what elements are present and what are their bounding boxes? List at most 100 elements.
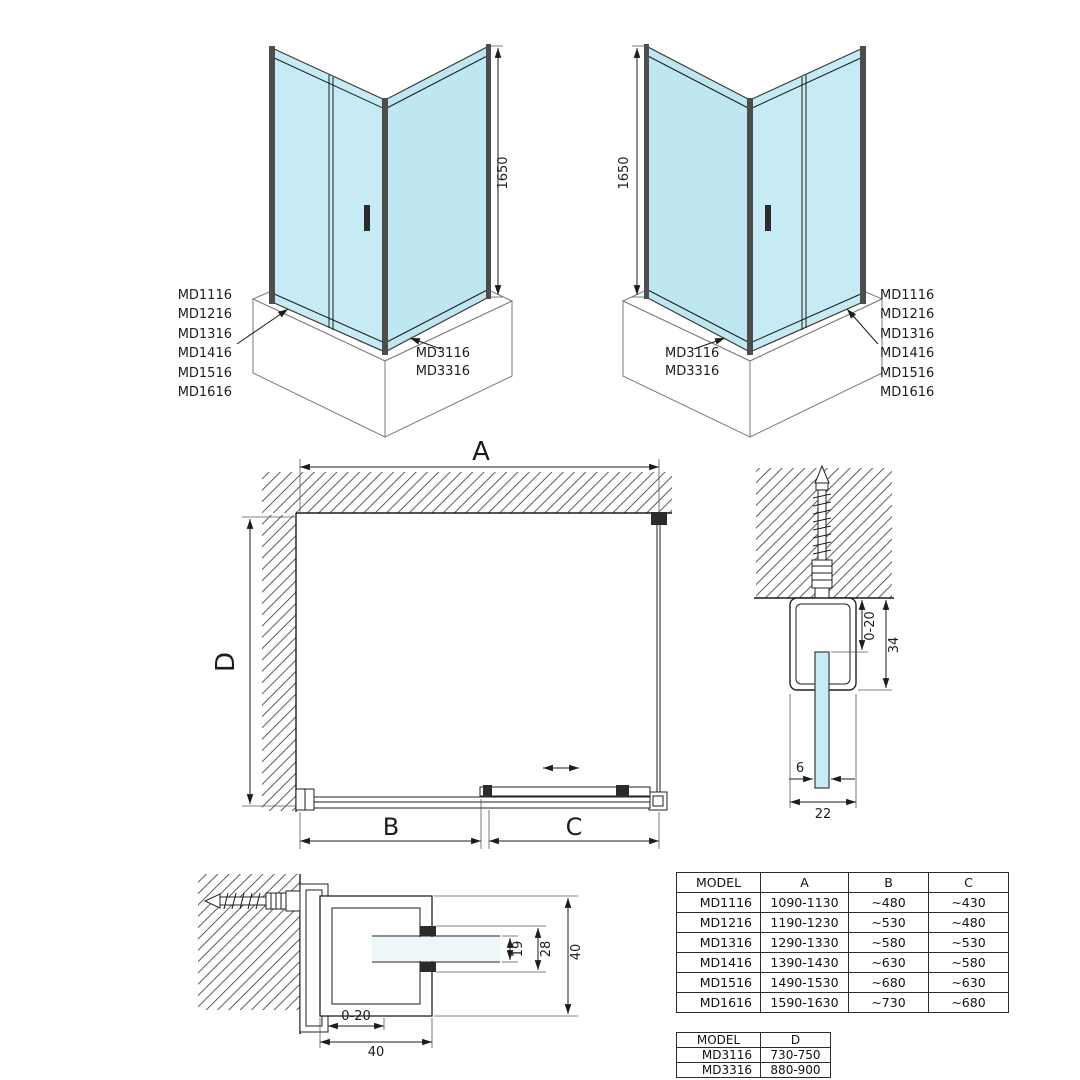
- table-row: MD1416 1390-1430 ~630 ~580: [676, 952, 1009, 973]
- dimension-a: A: [299, 437, 660, 512]
- model-label: MD1116: [178, 288, 232, 303]
- table-row: MD1116 1090-1130 ~480 ~430: [676, 892, 1009, 913]
- dimension-b-label: B: [383, 813, 399, 841]
- dimension-a-label: A: [472, 437, 490, 467]
- profile-body-label: 40: [569, 944, 584, 961]
- door-model-labels: MD1116 MD1216 MD1316 MD1416 MD1516 MD161…: [880, 288, 934, 400]
- table-cell: MD1116: [676, 892, 761, 913]
- table-row: MD1616 1590-1630 ~730 ~680: [676, 992, 1009, 1013]
- model-label: MD1416: [880, 346, 934, 361]
- table-row: MD3116 730-750: [676, 1047, 831, 1063]
- table-cell: MD3316: [676, 1062, 761, 1078]
- table-header: B: [848, 872, 929, 893]
- table-row: MD1516 1490-1530 ~680 ~630: [676, 972, 1009, 993]
- leader-line: [846, 308, 879, 345]
- table-cell: ~430: [928, 892, 1009, 913]
- model-label: MD1316: [178, 327, 232, 342]
- plan-view: A D B: [211, 437, 672, 849]
- table-cell: ~530: [928, 932, 1009, 953]
- model-label: MD1216: [178, 307, 232, 322]
- dimensions-table-main: MODEL A B C MD1116 1090-1130 ~480 ~430 M…: [676, 872, 1009, 1013]
- table-cell: ~530: [848, 912, 929, 933]
- model-label: MD1416: [178, 346, 232, 361]
- dimension-adjust: 0-20: [328, 1009, 385, 1030]
- model-label: MD3316: [416, 364, 470, 379]
- table-cell: ~480: [928, 912, 1009, 933]
- dimension-d: D: [211, 516, 300, 807]
- door-handle-icon: [364, 205, 370, 231]
- wall-profile-detail: 19 28 40 0-20 40: [198, 874, 584, 1060]
- dimension-22: 22: [789, 694, 857, 822]
- dimension-28: 28: [436, 925, 554, 973]
- table-header-row: MODEL A B C: [676, 872, 1009, 893]
- model-label: MD1516: [178, 366, 232, 381]
- table-cell: ~680: [928, 992, 1009, 1013]
- table-row: MD1316 1290-1330 ~580 ~530: [676, 932, 1009, 953]
- table-cell: ~580: [928, 952, 1009, 973]
- profile-width-label: 22: [815, 807, 832, 822]
- table-cell: ~480: [848, 892, 929, 913]
- table-header: MODEL: [676, 1032, 761, 1048]
- model-label: MD1616: [178, 385, 232, 400]
- table-cell: 1390-1430: [760, 952, 849, 973]
- glass-section: [372, 937, 500, 961]
- table-cell: 1090-1130: [760, 892, 849, 913]
- frame-profiles: [269, 44, 491, 355]
- table-header: C: [928, 872, 1009, 893]
- table-cell: MD1316: [676, 932, 761, 953]
- table-row: MD1216 1190-1230 ~530 ~480: [676, 912, 1009, 933]
- dimension-19: 19: [502, 935, 526, 963]
- model-label: MD3316: [665, 364, 719, 379]
- table-cell: MD1616: [676, 992, 761, 1013]
- dimension-d-label: D: [211, 652, 241, 672]
- side-model-labels: MD3116 MD3316: [416, 346, 470, 379]
- table-header: D: [760, 1032, 831, 1048]
- model-label: MD1616: [880, 385, 934, 400]
- adjust-dimension-label: 0-20: [341, 1009, 371, 1024]
- table-cell: 1290-1330: [760, 932, 849, 953]
- dimension-glass-6: 6: [789, 761, 855, 783]
- side-panel-plan: [648, 512, 668, 811]
- dimension-c: C: [488, 810, 660, 849]
- door-handle-icon: [765, 205, 771, 231]
- table-cell: 1590-1630: [760, 992, 849, 1013]
- dimension-b: B: [299, 799, 482, 849]
- glass-section: [814, 651, 830, 789]
- table-cell: MD1216: [676, 912, 761, 933]
- table-row: MD3316 880-900: [676, 1062, 831, 1078]
- leader-line: [409, 337, 442, 350]
- table-cell: 880-900: [760, 1062, 831, 1078]
- table-header-row: MODEL D: [676, 1032, 831, 1048]
- top-profile-detail: 0-20 34 6 22: [754, 464, 902, 822]
- table-cell: 1190-1230: [760, 912, 849, 933]
- dimension-40-horizontal: 40: [319, 1018, 433, 1060]
- adjust-dimension-label: 0-20: [863, 611, 878, 641]
- frame-profiles: [644, 44, 866, 355]
- table-cell: 1490-1530: [760, 972, 849, 993]
- height-dimension-label: 1650: [617, 156, 632, 189]
- door-model-labels: MD1116 MD1216 MD1316 MD1416 MD1516 MD161…: [178, 288, 232, 400]
- dimension-34: 34: [858, 600, 902, 691]
- table-cell: ~630: [848, 952, 929, 973]
- sliding-door-plan: [295, 785, 651, 811]
- table-cell: ~680: [848, 972, 929, 993]
- dimension-40-vertical: 40: [434, 895, 584, 1017]
- table-header: MODEL: [676, 872, 761, 893]
- table-cell: MD1416: [676, 952, 761, 973]
- model-label: MD1216: [880, 307, 934, 322]
- table-cell: MD3116: [676, 1047, 761, 1063]
- leader-line: [236, 308, 289, 345]
- model-label: MD3116: [665, 346, 719, 361]
- leader-line: [693, 337, 726, 350]
- model-label: MD1116: [880, 288, 934, 303]
- anchor-screw-icon: [203, 890, 301, 912]
- height-dimension-label: 1650: [496, 156, 511, 189]
- profile-width-label: 40: [368, 1045, 385, 1060]
- table-cell: ~730: [848, 992, 929, 1013]
- wall-hatch-left: [262, 515, 296, 811]
- dimensions-table-side: MODEL D MD3116 730-750 MD3316 880-900: [676, 1032, 831, 1078]
- glass-thickness-label: 6: [796, 761, 804, 776]
- channel-width-label: 28: [539, 941, 554, 958]
